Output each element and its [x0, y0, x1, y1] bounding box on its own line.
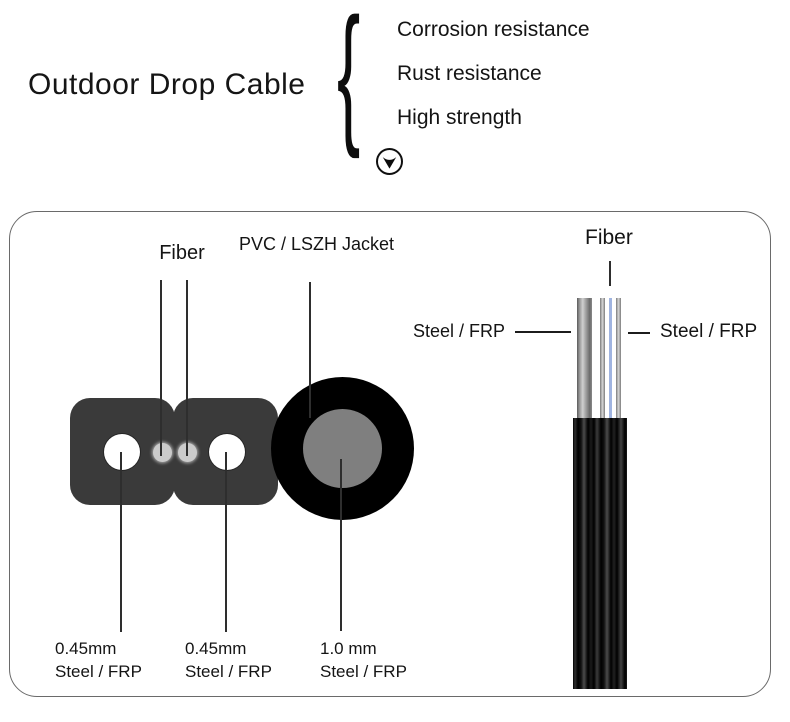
material-text: Steel / FRP — [55, 662, 142, 681]
steel-wire-strand-thin — [600, 298, 605, 419]
feature-item: Rust resistance — [397, 62, 542, 85]
steel-wire-strand — [577, 298, 592, 419]
label-045mm-steel-frp-1: 0.45mm Steel / FRP — [55, 637, 142, 683]
leader-line-steel-045-left — [120, 452, 122, 632]
leader-line-steel-frp-left — [515, 331, 571, 333]
leader-line-steel-045-right — [225, 452, 227, 632]
leader-line-steel-10 — [340, 459, 342, 631]
fiber-strand — [609, 298, 612, 419]
label-045mm-steel-frp-2: 0.45mm Steel / FRP — [185, 637, 272, 683]
size-text: 0.45mm — [55, 639, 117, 658]
feature-item: High strength — [397, 106, 522, 129]
curly-brace: { — [337, 0, 361, 159]
material-text: Steel / FRP — [185, 662, 272, 681]
page-title: Outdoor Drop Cable — [28, 68, 306, 101]
feature-list: Corrosion resistance Rust resistance Hig… — [397, 18, 590, 150]
material-text: Steel / FRP — [320, 662, 407, 681]
strength-member-right — [209, 434, 245, 470]
leader-line-fiber-left-2 — [186, 280, 188, 456]
label-fiber-left: Fiber — [159, 242, 205, 264]
label-10mm-steel-frp: 1.0 mm Steel / FRP — [320, 637, 407, 683]
size-text: 1.0 mm — [320, 639, 377, 658]
label-pvc-lszh-jacket: PVC / LSZH Jacket — [239, 234, 395, 254]
down-arrow-icon — [376, 148, 403, 175]
label-fiber-right: Fiber — [585, 226, 633, 249]
leader-line-steel-frp-right — [628, 332, 650, 334]
leader-line-pvc-jacket — [309, 282, 311, 418]
steel-wire-strand-thin — [616, 298, 621, 419]
leader-line-fiber-right — [609, 261, 611, 286]
label-steel-frp-left: Steel / FRP — [412, 321, 505, 341]
cable-jacket-side-view — [573, 418, 627, 689]
label-steel-frp-right: Steel / FRP — [660, 321, 758, 342]
size-text: 0.45mm — [185, 639, 247, 658]
leader-line-fiber-left-1 — [160, 280, 162, 456]
diagram-panel — [9, 211, 771, 697]
fiber-dot-left — [153, 443, 172, 462]
strength-member-left — [104, 434, 140, 470]
feature-item: Corrosion resistance — [397, 18, 590, 41]
round-cable-core — [303, 409, 382, 488]
